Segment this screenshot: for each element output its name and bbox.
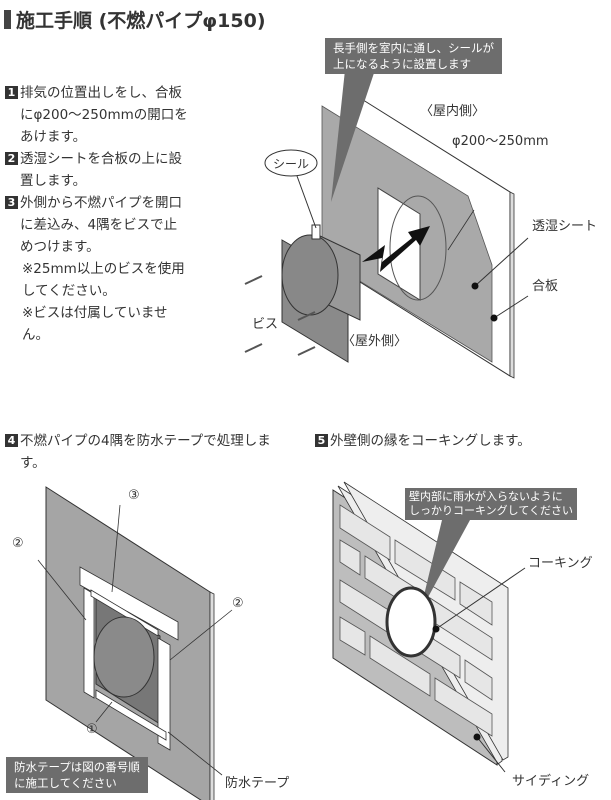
insert-arrow-icon <box>362 226 430 272</box>
callout-seal-orientation: 長手側を室内に通し、シールが 上になるように設置します <box>325 38 502 74</box>
label-caulking: コーキング <box>528 556 593 571</box>
note-screw-not-included: ※ビスは付属していません。 <box>22 305 168 343</box>
title-bar-icon <box>4 10 11 29</box>
label-indoor: 〈屋内側〉 <box>420 104 486 119</box>
note-screw-length: ※25mm以上のビスを使用してください。 <box>22 261 185 299</box>
label-siding: サイディング <box>512 774 590 789</box>
label-tape-2-left: ② <box>12 536 24 551</box>
label-sheet: 透湿シート <box>532 219 598 234</box>
note-tape-order: 防水テープは図の番号順 に施工してください <box>6 757 148 793</box>
label-plywood: 合板 <box>532 279 559 294</box>
label-seal: シール <box>273 157 310 171</box>
label-waterproof-tape: 防水テープ <box>225 776 290 791</box>
caulked-opening <box>385 586 437 658</box>
callout-caulking: 壁内部に雨水が入らないように しっかりコーキングしてください <box>405 488 578 520</box>
label-screw: ビス <box>252 317 279 332</box>
pipe-cap <box>281 234 339 316</box>
label-outdoor: 〈屋外側〉 <box>342 334 408 349</box>
screw-icon <box>244 275 316 356</box>
label-opening-size: φ200～250mm <box>452 134 549 149</box>
label-tape-3: ③ <box>128 488 140 503</box>
label-tape-2-right: ② <box>232 596 244 611</box>
page-title: 施工手順 (不燃パイプφ150) <box>4 6 266 33</box>
pipe-cap-step4 <box>93 616 155 698</box>
label-tape-1: ① <box>86 722 98 737</box>
